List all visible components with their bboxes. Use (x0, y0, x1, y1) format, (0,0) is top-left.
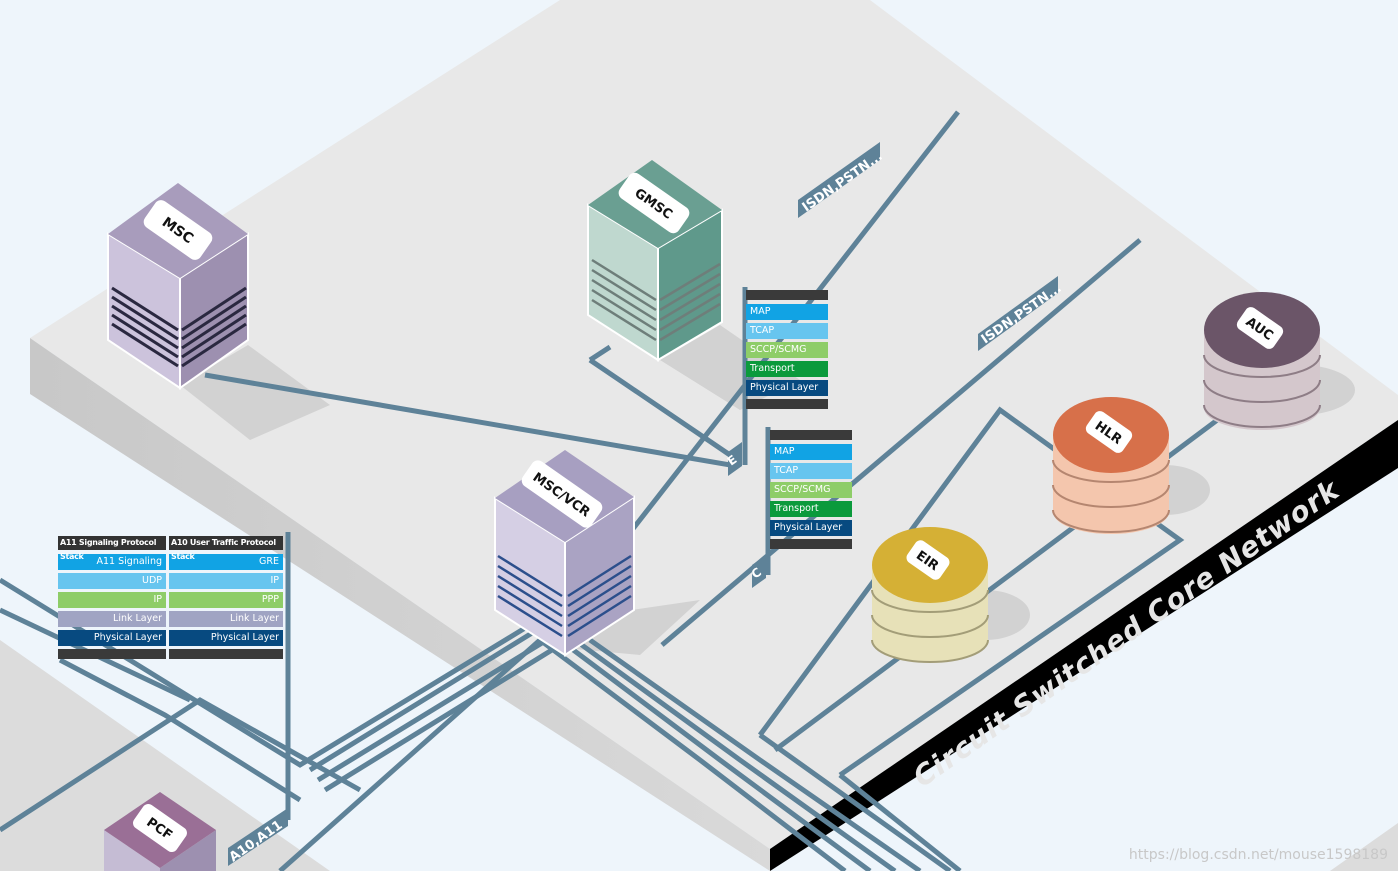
platform-side (30, 338, 770, 871)
stack-row: Link Layer (58, 611, 166, 627)
stack-row: A11 Signaling (58, 554, 166, 570)
msc-node[interactable]: MSC (107, 183, 249, 390)
hlr-node[interactable]: HLR (1052, 397, 1170, 534)
stack-bottom-bar (770, 539, 852, 549)
stack-row: MAP (746, 304, 828, 320)
stack-row: PPP (169, 592, 283, 608)
stack-row: Physical Layer (58, 630, 166, 646)
protocol-stack-a10: A10 User Traffic Protocol Stack GRE IP P… (169, 536, 283, 663)
stack-row: MAP (770, 444, 852, 460)
protocol-stack-a11: A11 Signaling Protocol Stack A11 Signali… (58, 536, 166, 663)
stack-row: Physical Layer (770, 520, 852, 536)
stack-bottom-bar (746, 399, 828, 409)
stack-row: Transport (746, 361, 828, 377)
stack-row: SCCP/SCMG (746, 342, 828, 358)
stack-top-bar (746, 290, 828, 300)
lower-right-platform (1330, 823, 1398, 871)
stack-row: Physical Layer (746, 380, 828, 396)
stack-row: Physical Layer (169, 630, 283, 646)
protocol-stack-c: MAP TCAP SCCP/SCMG Transport Physical La… (770, 430, 852, 553)
stack-row: GRE (169, 554, 283, 570)
stack-top-bar (770, 430, 852, 440)
stack-bottom-bar (169, 649, 283, 659)
protocol-stack-e: MAP TCAP SCCP/SCMG Transport Physical La… (746, 290, 828, 413)
links (0, 110, 1222, 871)
stack-header: A11 Signaling Protocol Stack (58, 536, 166, 561)
platform-edge-band (770, 420, 1398, 871)
gmsc-node[interactable]: GMSC (587, 160, 723, 362)
stack-row: Link Layer (169, 611, 283, 627)
pcf-node[interactable]: PCF (104, 792, 216, 871)
stack-row: UDP (58, 573, 166, 589)
stack-row: IP (169, 573, 283, 589)
stack-row: TCAP (770, 463, 852, 479)
stack-row: IP (58, 592, 166, 608)
stack-row: Transport (770, 501, 852, 517)
stack-header: A10 User Traffic Protocol Stack (169, 536, 283, 561)
stack-bottom-bar (58, 649, 166, 659)
link-label-tags (228, 142, 1058, 866)
stack-row: TCAP (746, 323, 828, 339)
watermark: https://blog.csdn.net/mouse1598189 (1128, 847, 1388, 863)
lower-platform (0, 640, 330, 871)
eir-node[interactable]: EIR (871, 527, 989, 663)
stack-row: SCCP/SCMG (770, 482, 852, 498)
msc-vcr-node[interactable]: MSC/VCR (494, 450, 635, 657)
auc-node[interactable]: AUC (1203, 292, 1321, 430)
